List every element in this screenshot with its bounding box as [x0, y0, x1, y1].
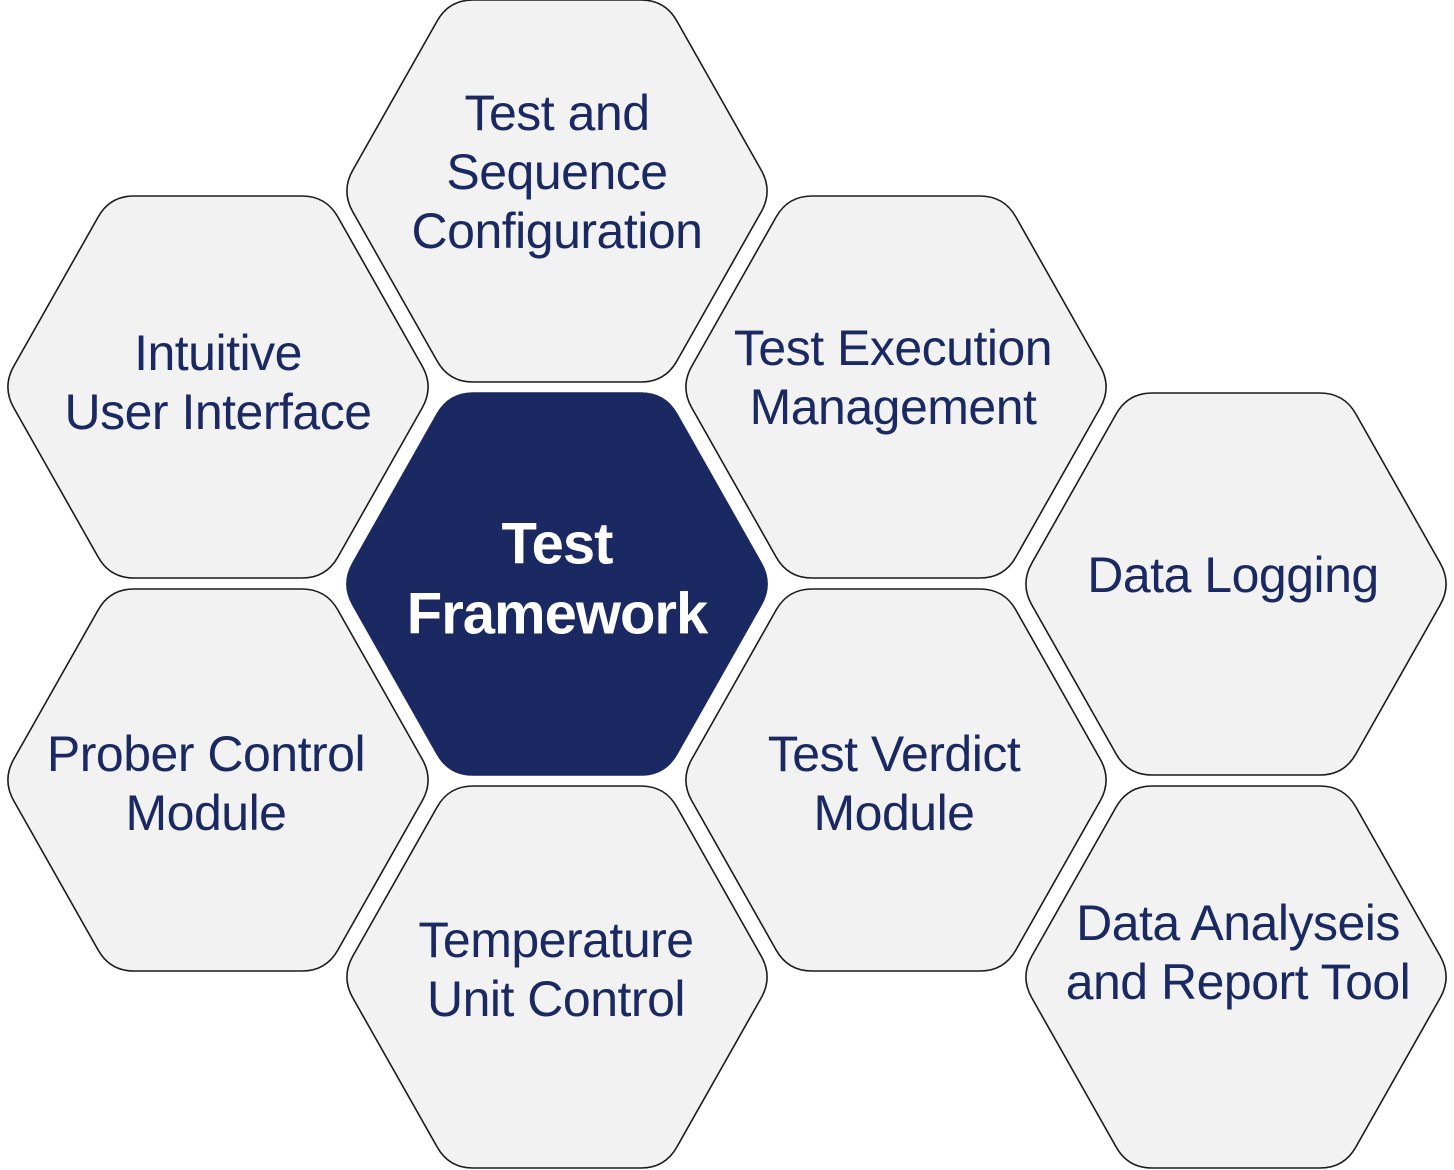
hex-test-verdict-module-shape [685, 588, 1107, 972]
hex-intuitive-user-interface-shape [7, 195, 429, 579]
hex-test-and-sequence-configuration-label-line: Test and [464, 85, 649, 141]
hex-data-analyseis-and-report-tool-label-line: Data Analyseis [1076, 895, 1400, 951]
hex-prober-control-module-shape [7, 588, 429, 972]
hex-temperature-unit-control-label-line: Unit Control [427, 971, 685, 1027]
hex-test-and-sequence-configuration-shape [346, 0, 768, 383]
hex-intuitive-user-interface-label-line: Intuitive [134, 325, 302, 381]
hex-test-verdict-module-label-line: Test Verdict [768, 726, 1021, 782]
hex-prober-control-module-label-line: Prober Control [47, 726, 365, 782]
hex-data-logging-label-line: Data Logging [1087, 547, 1378, 603]
hex-test-execution-management-shape [685, 195, 1107, 579]
hex-data-analyseis-and-report-tool-shape [1025, 785, 1447, 1169]
hex-test-framework-center-label-line: Framework [407, 581, 709, 646]
hex-temperature-unit-control-shape [346, 785, 768, 1169]
hex-prober-control-module-label-line: Module [126, 785, 287, 841]
hex-data-logging-shape [1025, 392, 1447, 776]
hex-data-analyseis-and-report-tool-label-line: and Report Tool [1066, 954, 1411, 1010]
hex-test-execution-management-label-line: Test Execution [734, 320, 1052, 376]
hex-intuitive-user-interface-label-line: User Interface [64, 384, 371, 440]
hex-test-and-sequence-configuration-label-line: Configuration [412, 203, 703, 259]
hex-test-execution-management-label-line: Management [750, 379, 1037, 435]
hex-test-framework-center-label-line: Test [502, 511, 614, 576]
hex-test-and-sequence-configuration-label-line: Sequence [446, 144, 667, 200]
hex-test-verdict-module-label-line: Module [814, 785, 975, 841]
hex-test-framework-center-shape [346, 392, 768, 776]
hex-data-logging: Data Logging [1025, 392, 1447, 776]
hex-temperature-unit-control-label-line: Temperature [418, 912, 693, 968]
